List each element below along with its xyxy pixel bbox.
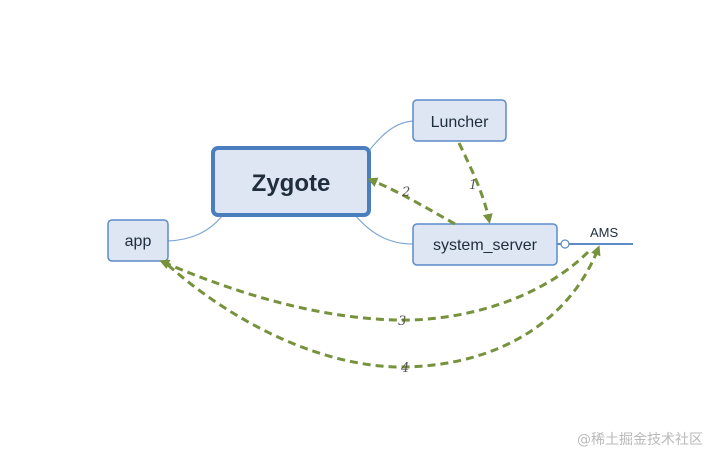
node-luncher-label: Luncher	[431, 114, 489, 131]
node-app[interactable]	[107, 219, 169, 262]
arrow-1-luncher-to-system-server	[457, 142, 493, 224]
arrow-3-ams-to-app	[159, 250, 590, 322]
node-app-label: app	[125, 233, 152, 250]
node-ams-label: AMS	[590, 225, 619, 240]
edge-label-4: 4	[400, 361, 409, 376]
node-system-server[interactable]	[412, 223, 558, 266]
edge-label-1: 1	[469, 178, 477, 193]
node-luncher[interactable]	[412, 99, 507, 142]
edge-label-2: 2	[401, 185, 410, 200]
watermark-text: @稀土掘金技术社区	[577, 432, 703, 448]
connector-zygote-system-server	[354, 214, 414, 245]
node-system-server-label: system_server	[433, 237, 538, 254]
arrow-2-system-server-to-zygote	[367, 177, 456, 226]
edge-label-3: 3	[398, 314, 406, 329]
arrow-4-app-to-ams	[167, 245, 601, 369]
connector-zygote-app	[167, 215, 223, 242]
ams-junction-dot	[560, 239, 570, 249]
node-zygote-label: Zygote	[252, 170, 331, 197]
